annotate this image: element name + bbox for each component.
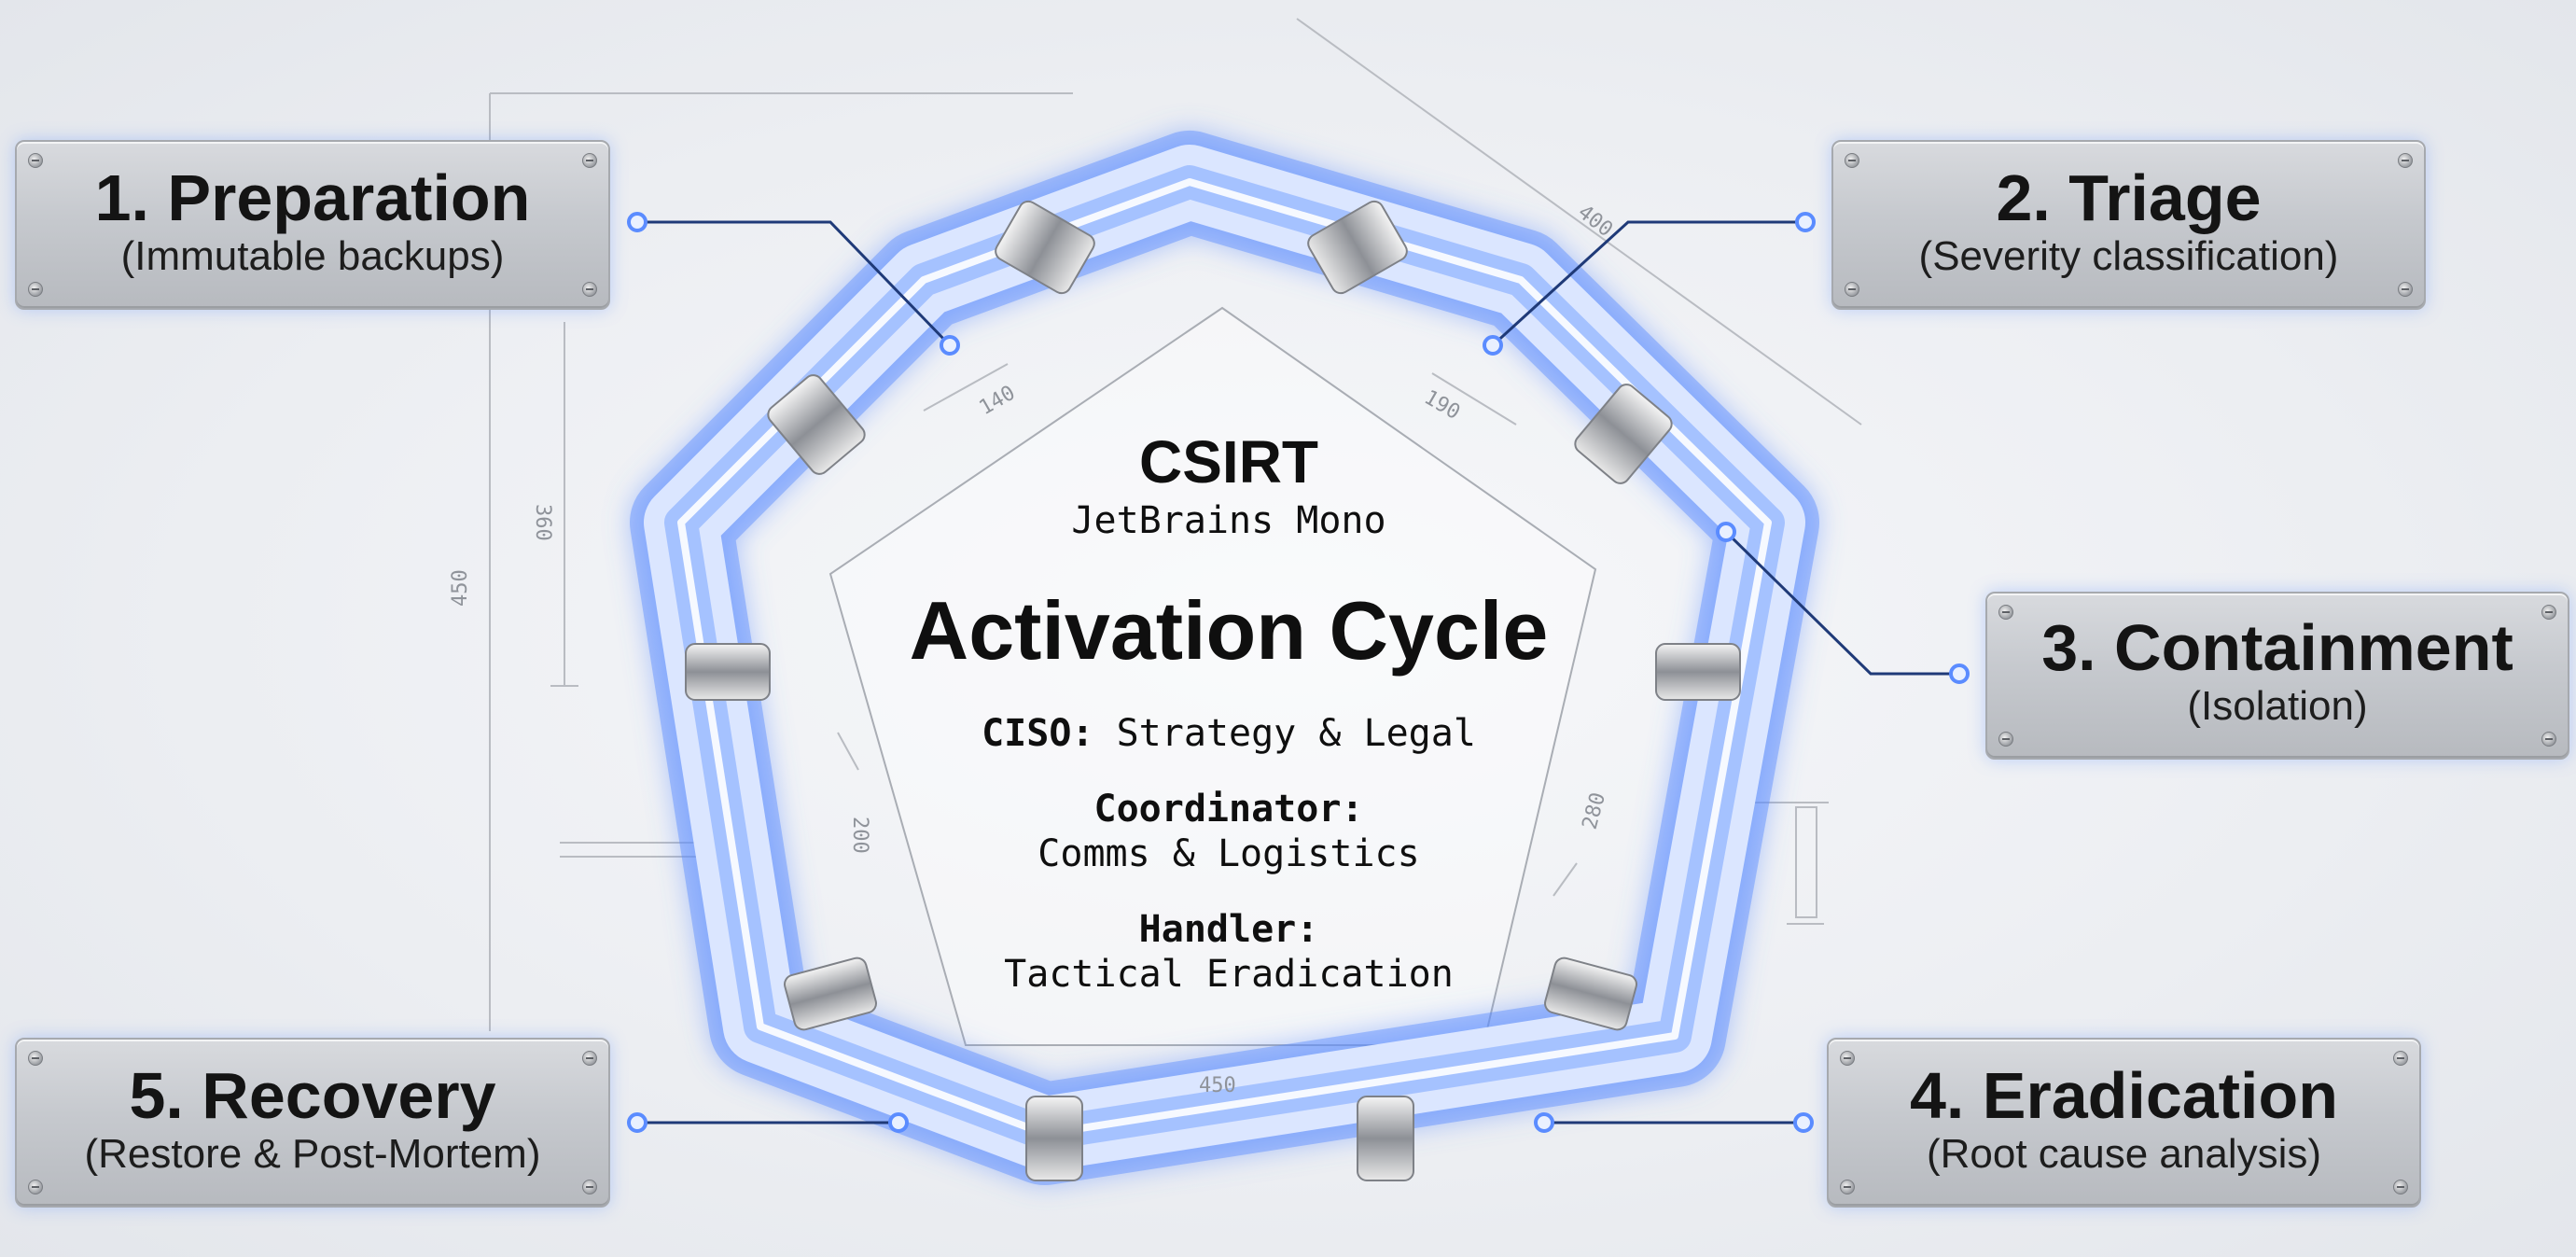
dimension-label: 200 [848, 817, 871, 854]
role-ciso: CISO: Strategy & Legal [837, 712, 1621, 755]
stage-plate-preparation: 1. Preparation (Immutable backups) [15, 140, 610, 310]
stage-title: 4. Eradication [1909, 1059, 2339, 1132]
dimension-label: 360 [531, 504, 554, 541]
stage-subtitle: (Immutable backups) [120, 233, 505, 279]
screw-icon [1998, 605, 2013, 620]
stage-title: 3. Containment [2041, 611, 2513, 684]
screw-icon [28, 282, 43, 297]
pipe-couplings [685, 200, 1741, 1181]
screw-icon [1845, 153, 1859, 168]
stage-subtitle: (Severity classification) [1918, 233, 2339, 279]
stage-plate-recovery: 5. Recovery (Restore & Post-Mortem) [15, 1038, 610, 1208]
role-label: CISO: [982, 712, 1094, 755]
role-handler: Handler: Tactical Eradication [837, 907, 1621, 997]
screw-icon [582, 153, 597, 168]
connector-lines [637, 220, 1959, 1124]
center-title: CSIRT [1139, 428, 1318, 496]
screw-icon [2393, 1180, 2408, 1194]
screw-icon [1998, 732, 2013, 747]
stage-title: 2. Triage [1996, 161, 2262, 234]
stage-title: 1. Preparation [94, 161, 531, 234]
stage-subtitle: (Restore & Post-Mortem) [84, 1131, 541, 1177]
role-text: Comms & Logistics [1037, 832, 1420, 875]
role-coordinator: Coordinator: Comms & Logistics [837, 787, 1621, 876]
screw-icon [582, 1051, 597, 1066]
stage-subtitle: (Isolation) [2187, 683, 2368, 729]
role-label: Coordinator: [1093, 788, 1364, 831]
screw-icon [2393, 1051, 2408, 1066]
stage-title: 5. Recovery [129, 1059, 496, 1132]
stage-plate-triage: 2. Triage (Severity classification) [1831, 140, 2426, 310]
screw-icon [1840, 1180, 1855, 1194]
screw-icon [28, 1180, 43, 1194]
screw-icon [2398, 282, 2413, 297]
role-label: Handler: [1138, 908, 1319, 951]
stage-plate-containment: 3. Containment (Isolation) [1985, 592, 2569, 760]
screw-icon [1840, 1051, 1855, 1066]
screw-icon [2398, 153, 2413, 168]
role-text: Strategy & Legal [1116, 712, 1476, 755]
screw-icon [28, 153, 43, 168]
dimension-label: 190 [1420, 386, 1464, 426]
screw-icon [28, 1051, 43, 1066]
role-text: Tactical Eradication [1004, 953, 1454, 996]
center-heading: Activation Cycle [909, 584, 1549, 677]
dimension-label: 450 [449, 569, 472, 607]
screw-icon [2541, 732, 2556, 747]
screw-icon [582, 1180, 597, 1194]
screw-icon [582, 282, 597, 297]
stage-subtitle: (Root cause analysis) [1926, 1131, 2322, 1177]
dimension-label: 140 [976, 382, 1020, 421]
stage-plate-eradication: 4. Eradication (Root cause analysis) [1827, 1038, 2421, 1208]
dimension-label: 400 [1573, 201, 1617, 242]
screw-icon [1845, 282, 1859, 297]
dimension-label: 450 [1199, 1074, 1236, 1097]
connector-nodes [627, 212, 1970, 1133]
center-font-note: JetBrains Mono [1071, 499, 1386, 542]
screw-icon [2541, 605, 2556, 620]
inner-pentagon-outline [828, 306, 1597, 1046]
